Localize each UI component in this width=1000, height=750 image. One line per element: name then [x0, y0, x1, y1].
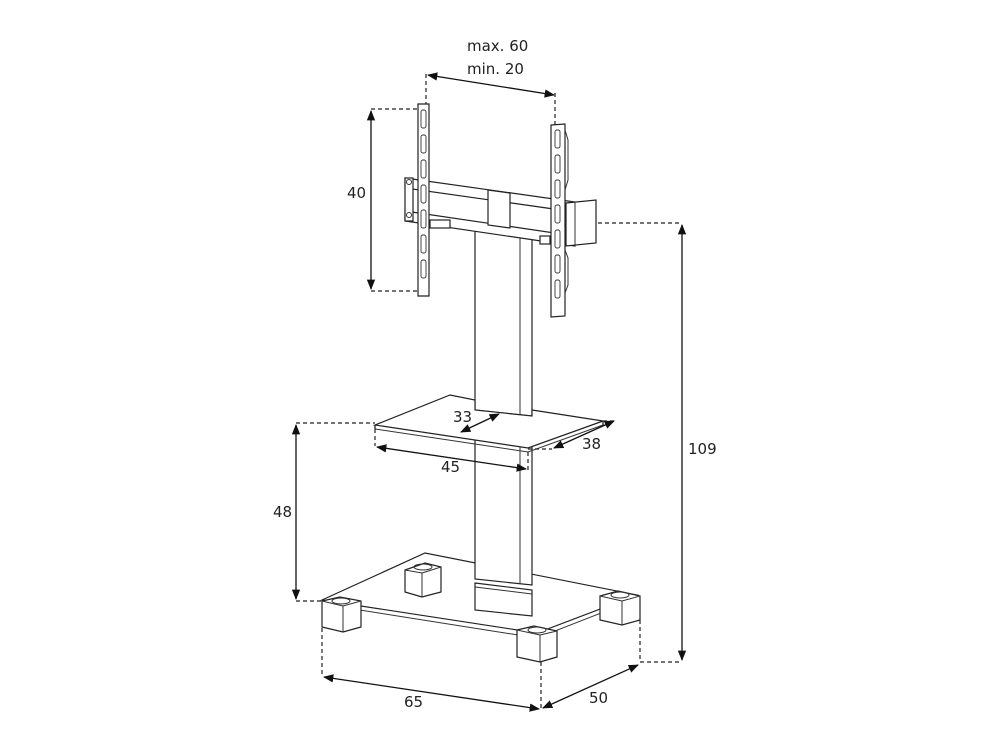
vesa-max-label: max. 60: [467, 37, 529, 55]
shelf-inner-depth-label: 33: [453, 408, 473, 426]
dim-vesa-width: [425, 72, 556, 125]
dim-shelf-height: [291, 422, 375, 602]
foot-back-left: [404, 562, 442, 598]
shelf-width-label: 45: [441, 458, 461, 476]
mounting-arm: [404, 177, 597, 247]
bracket-height-label: 40: [347, 184, 367, 202]
foot-front-left: [321, 596, 362, 633]
dim-base-width: [321, 628, 542, 712]
dim-bracket-height: [366, 108, 418, 292]
total-height-label: 109: [688, 440, 717, 458]
dim-base-depth: [542, 664, 639, 709]
column-sleeve: [474, 582, 533, 617]
base-depth-label: 50: [589, 689, 609, 707]
dim-shelf-depth: [528, 420, 617, 450]
vesa-min-label: min. 20: [467, 60, 524, 78]
foot-back-right: [599, 590, 641, 626]
shelf-depth-label: 38: [582, 435, 602, 453]
shelf-height-label: 48: [273, 503, 293, 521]
dim-shelf-inner-depth: [460, 413, 500, 433]
foot-front-right: [516, 625, 558, 663]
dim-shelf-width: [374, 429, 529, 472]
base-width-label: 65: [404, 693, 424, 711]
tv-rail-right: [550, 123, 569, 318]
dim-total-height: [598, 222, 687, 663]
tv-rail-left: [417, 103, 430, 297]
column: [474, 224, 533, 586]
